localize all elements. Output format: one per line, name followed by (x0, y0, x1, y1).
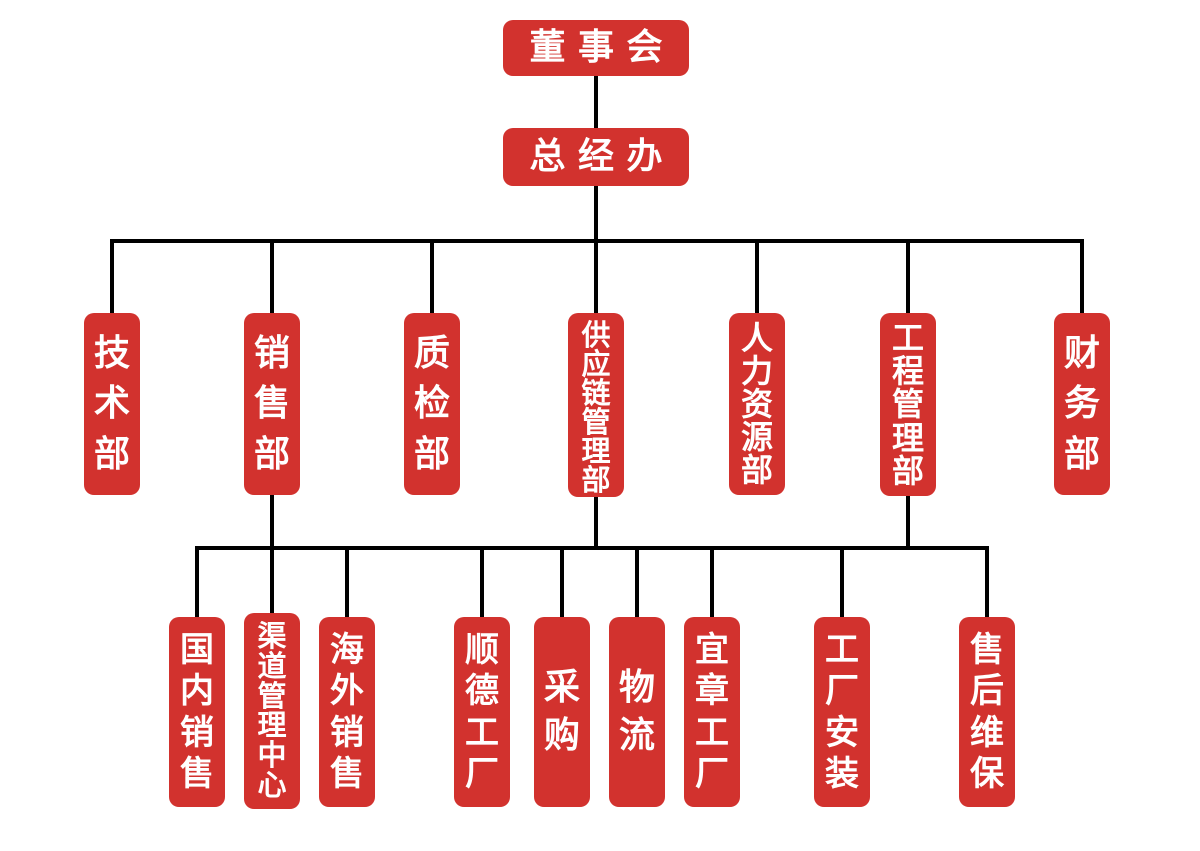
connector-stub-finance (1080, 239, 1084, 317)
connector-stub-domestic-sales (195, 546, 199, 621)
connector-stub-channel-management (270, 546, 274, 621)
node-general-manager-office: 总经办 (503, 128, 689, 186)
team-shunde-factory: 顺德工厂 (454, 617, 510, 807)
team-procurement: 采购 (534, 617, 590, 807)
dept-engineering-management: 工程管理部 (880, 313, 936, 496)
dept-sales: 销售部 (244, 313, 300, 495)
connector-office-rail (594, 182, 598, 242)
team-after-sales-maintenance: 售后维保 (959, 617, 1015, 807)
node-board-of-directors: 董事会 (503, 20, 689, 76)
connector-supply-rail3 (594, 490, 598, 550)
connector-stub-technology (110, 239, 114, 317)
connector-rail-level3 (195, 546, 989, 550)
connector-stub-shunde-factory (480, 546, 484, 621)
team-overseas-sales: 海外销售 (319, 617, 375, 807)
connector-stub-sales (270, 239, 274, 317)
connector-stub-yizhang-factory (710, 546, 714, 621)
team-domestic-sales: 国内销售 (169, 617, 225, 807)
team-logistics: 物流 (609, 617, 665, 807)
connector-stub-overseas-sales (345, 546, 349, 621)
connector-stub-after-sales (985, 546, 989, 621)
connector-stub-logistics (635, 546, 639, 621)
dept-supply-chain-management: 供应链管理部 (568, 313, 624, 497)
dept-human-resources: 人力资源部 (729, 313, 785, 495)
connector-stub-human-resources (755, 239, 759, 317)
team-factory-installation: 工厂安装 (814, 617, 870, 807)
connector-board-office (594, 72, 598, 132)
connector-stub-procurement (560, 546, 564, 621)
dept-finance: 财务部 (1054, 313, 1110, 495)
connector-engineering-rail3 (906, 490, 910, 550)
connector-stub-factory-installation (840, 546, 844, 621)
dept-quality-inspection: 质检部 (404, 313, 460, 495)
connector-sales-rail3 (270, 490, 274, 550)
connector-stub-engineering (906, 239, 910, 317)
team-channel-management-center: 渠道管理中心 (244, 613, 300, 809)
connector-stub-supply-chain (594, 239, 598, 317)
dept-technology: 技术部 (84, 313, 140, 495)
team-yizhang-factory: 宜章工厂 (684, 617, 740, 807)
connector-stub-quality (430, 239, 434, 317)
